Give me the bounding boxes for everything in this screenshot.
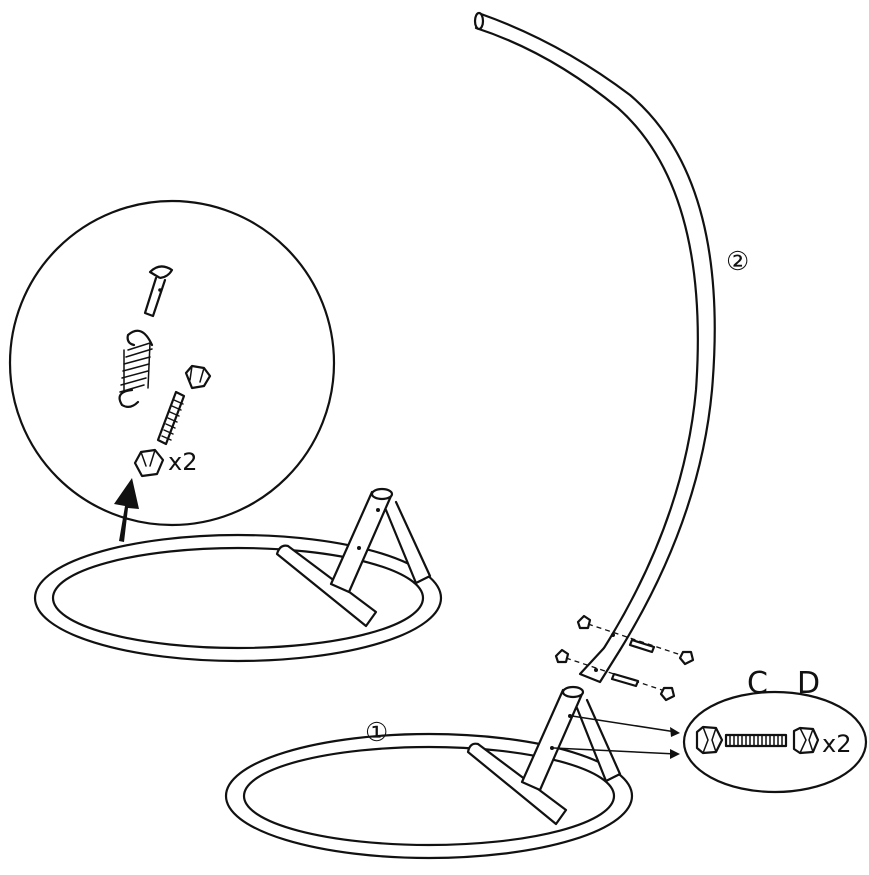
- base-part-1: [224, 685, 634, 860]
- detail-quantity-label: x2: [168, 448, 197, 476]
- hardware-cd-ellipse: x2: [682, 690, 868, 794]
- part-label-base: ①: [365, 718, 388, 748]
- base-assembled: [33, 487, 443, 663]
- hardware-label-c: C: [747, 666, 768, 701]
- hardware-quantity-label: x2: [822, 730, 851, 758]
- spring-icon: [118, 329, 154, 409]
- part-label-pole: ②: [726, 247, 749, 277]
- leader-arrows: [553, 715, 680, 759]
- cap-nut-bottom-icon: [133, 448, 165, 478]
- clevis-pin-icon: [143, 265, 174, 318]
- bolt-icon: [156, 390, 186, 446]
- cap-nut-top-icon: [184, 364, 212, 390]
- arrow-up-icon: [114, 478, 139, 542]
- bolt-c-icon: [724, 733, 788, 748]
- hardware-label-d: D: [797, 666, 820, 701]
- cap-nut-right-icon: [792, 726, 820, 755]
- curved-pole: [473, 11, 716, 684]
- pole-hardware: [554, 614, 695, 702]
- cap-nut-left-icon: [695, 725, 724, 755]
- hardware-detail-circle: x2: [8, 199, 336, 527]
